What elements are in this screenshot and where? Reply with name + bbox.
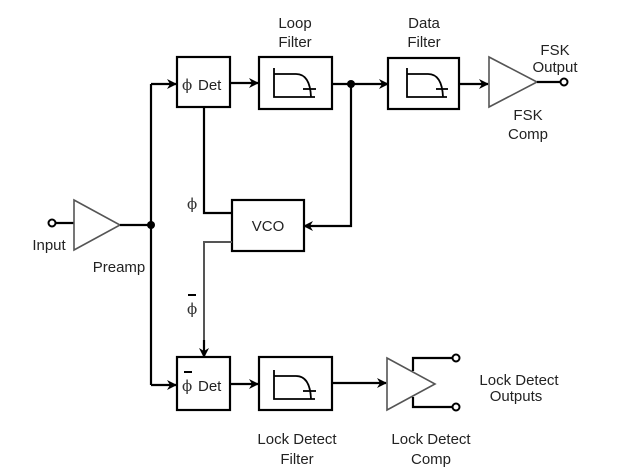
lock-detect-comp-label-1: Lock Detect — [391, 431, 471, 448]
vco-block — [230, 198, 306, 253]
lock-detect-outputs-label-1: Lock Detect — [479, 372, 559, 389]
lock-detect-outputs-label-2: Outputs — [490, 388, 543, 405]
wire-loop-to-vco — [303, 84, 353, 231]
loop-filter-label-1: Loop — [278, 15, 311, 32]
phi-bar-symbol: ϕ — [182, 377, 192, 395]
lock-detect-filter-label-1: Lock Detect — [257, 431, 337, 448]
fsk-output-label-1: FSK — [540, 42, 569, 59]
loop-filter-block — [257, 55, 334, 111]
low-pass-filter-icon — [273, 68, 316, 98]
input-label: Input — [32, 237, 66, 254]
phi-symbol: ϕ — [182, 76, 192, 94]
wire-phi-to-vco — [202, 107, 232, 215]
data-filter-label-2: Filter — [407, 34, 440, 51]
loop-filter-label-2: Filter — [278, 34, 311, 51]
input-terminal-icon — [47, 218, 57, 228]
lock-detect-comparator-triangle-icon — [386, 356, 437, 412]
low-pass-filter-icon — [273, 370, 316, 400]
vco-label: VCO — [252, 218, 285, 235]
preamp-label: Preamp — [93, 259, 146, 276]
lock-output-terminal-2-icon — [451, 402, 461, 412]
lock-detect-comp-label-2: Comp — [411, 451, 451, 468]
phi-det-label: Det — [198, 77, 222, 94]
low-pass-filter-icon — [406, 68, 448, 98]
fsk-comp-label-2: Comp — [508, 126, 548, 143]
wire-vco-to-phi-bar-det — [203, 241, 232, 356]
phi-label: ϕ — [187, 195, 197, 213]
data-filter-label-1: Data — [408, 15, 440, 32]
wire-lock-output-1 — [411, 356, 452, 371]
fsk-output-label-2: Output — [532, 59, 578, 76]
lock-detect-filter-block — [257, 355, 334, 412]
fsk-output-terminal-icon — [559, 77, 569, 87]
wire-lock-output-2 — [411, 397, 452, 409]
lock-output-terminal-1-icon — [451, 353, 461, 363]
phi-bar-label: ϕ — [187, 300, 197, 318]
fsk-comp-label-1: FSK — [513, 107, 542, 124]
lock-detect-filter-label-2: Filter — [280, 451, 313, 468]
preamp-triangle-icon — [73, 198, 122, 252]
data-filter-block — [386, 56, 461, 111]
fsk-comparator-triangle-icon — [488, 55, 539, 109]
phi-bar-det-label: Det — [198, 378, 222, 395]
